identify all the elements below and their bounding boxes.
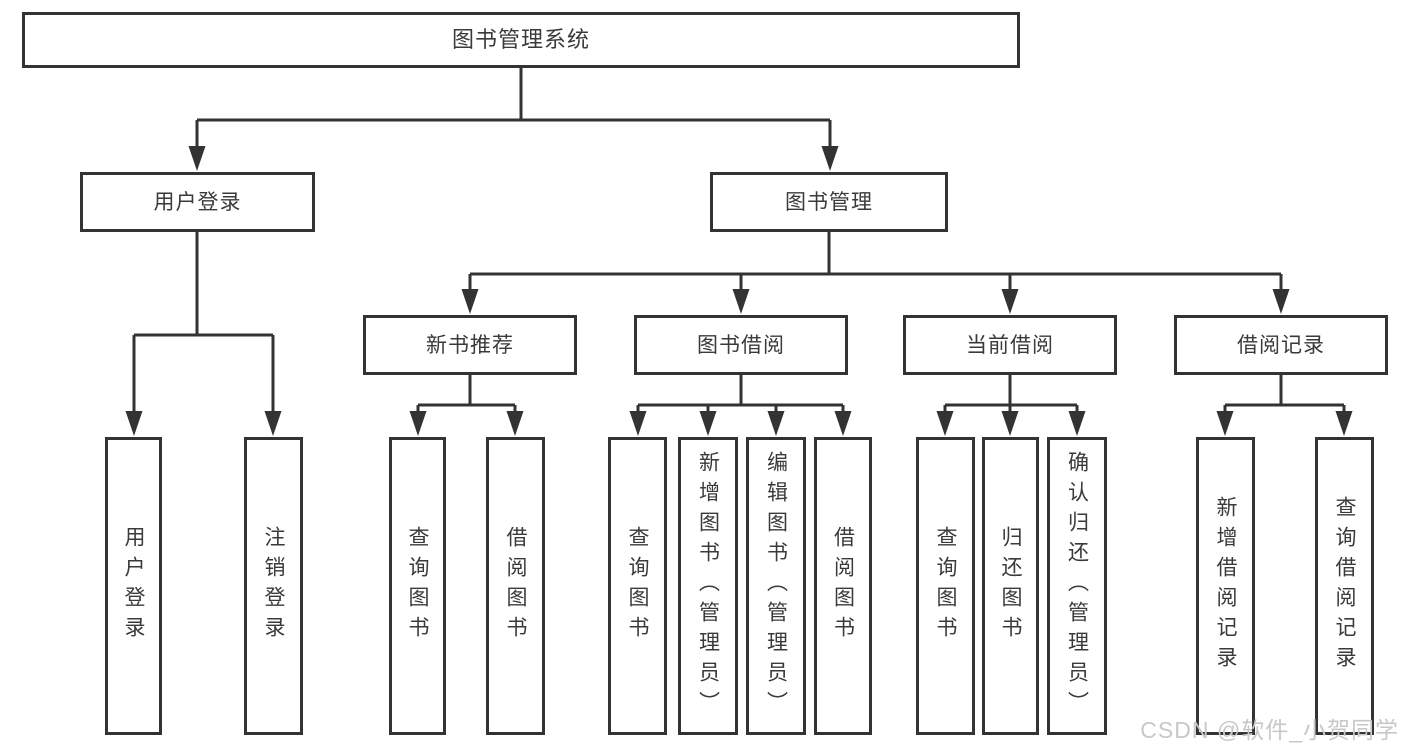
leaf-records-add-record-label: 新增借阅记录 bbox=[1214, 496, 1237, 676]
leaf-newbooks-borrow-books: 借阅图书 bbox=[486, 437, 545, 735]
node-book-management: 图书管理 bbox=[710, 172, 948, 232]
connector-bookmgmt-to-level3 bbox=[468, 232, 1283, 292]
leaf-borrowing-add-books-admin-label: 新增图书（管理员） bbox=[696, 451, 720, 721]
leaf-borrowing-query-books-label: 查询图书 bbox=[626, 526, 649, 646]
leaf-borrowing-query-books: 查询图书 bbox=[608, 437, 667, 735]
leaf-current-query-books-label: 查询图书 bbox=[934, 526, 957, 646]
leaf-current-return-books-label: 归还图书 bbox=[999, 526, 1022, 646]
node-book-borrowing-label: 图书借阅 bbox=[697, 333, 785, 357]
node-book-management-system-label: 图书管理系统 bbox=[451, 27, 590, 52]
leaf-current-confirm-return-admin-label: 确认归还（管理员） bbox=[1065, 451, 1089, 721]
leaf-logout-label: 注销登录 bbox=[262, 526, 285, 646]
leaf-borrowing-edit-books-admin: 编辑图书（管理员） bbox=[746, 437, 806, 735]
connector-userlogin-to-leaves bbox=[132, 232, 275, 415]
node-current-borrowing: 当前借阅 bbox=[903, 315, 1117, 375]
node-user-login-label: 用户登录 bbox=[153, 190, 242, 214]
leaf-records-query-record: 查询借阅记录 bbox=[1315, 437, 1374, 735]
leaf-borrowing-edit-books-admin-label: 编辑图书（管理员） bbox=[764, 451, 788, 721]
csdn-watermark: CSDN @软件_小贺同学 bbox=[1140, 717, 1399, 743]
leaf-newbooks-borrow-books-label: 借阅图书 bbox=[504, 526, 527, 646]
node-borrowing-records-label: 借阅记录 bbox=[1237, 333, 1325, 357]
leaf-logout: 注销登录 bbox=[244, 437, 303, 735]
node-new-book-recommend: 新书推荐 bbox=[363, 315, 577, 375]
leaf-newbooks-query-books-label: 查询图书 bbox=[406, 526, 429, 646]
connector-currentborrow-to-leaves bbox=[943, 375, 1079, 415]
connector-root-to-level2 bbox=[195, 68, 832, 150]
leaf-user-login-label: 用户登录 bbox=[122, 526, 145, 646]
leaf-current-return-books: 归还图书 bbox=[982, 437, 1039, 735]
connector-newbooks-to-leaves bbox=[416, 375, 517, 415]
leaf-records-add-record: 新增借阅记录 bbox=[1196, 437, 1255, 735]
leaf-borrowing-borrow-books-label: 借阅图书 bbox=[831, 526, 855, 646]
node-book-borrowing: 图书借阅 bbox=[634, 315, 848, 375]
leaf-borrowing-borrow-books: 借阅图书 bbox=[814, 437, 872, 735]
connector-bookborrow-to-leaves bbox=[636, 375, 845, 415]
node-book-management-label: 图书管理 bbox=[785, 190, 873, 214]
leaf-current-confirm-return-admin: 确认归还（管理员） bbox=[1047, 437, 1107, 735]
node-user-login: 用户登录 bbox=[80, 172, 315, 232]
leaf-user-login: 用户登录 bbox=[105, 437, 162, 735]
leaf-newbooks-query-books: 查询图书 bbox=[389, 437, 446, 735]
leaf-current-query-books: 查询图书 bbox=[916, 437, 975, 735]
leaf-borrowing-add-books-admin: 新增图书（管理员） bbox=[678, 437, 738, 735]
node-book-management-system: 图书管理系统 bbox=[22, 12, 1020, 68]
node-new-book-recommend-label: 新书推荐 bbox=[426, 333, 514, 357]
connector-borrowrecords-to-leaves bbox=[1223, 375, 1346, 415]
node-borrowing-records: 借阅记录 bbox=[1174, 315, 1388, 375]
leaf-records-query-record-label: 查询借阅记录 bbox=[1333, 496, 1356, 676]
node-current-borrowing-label: 当前借阅 bbox=[966, 333, 1054, 357]
